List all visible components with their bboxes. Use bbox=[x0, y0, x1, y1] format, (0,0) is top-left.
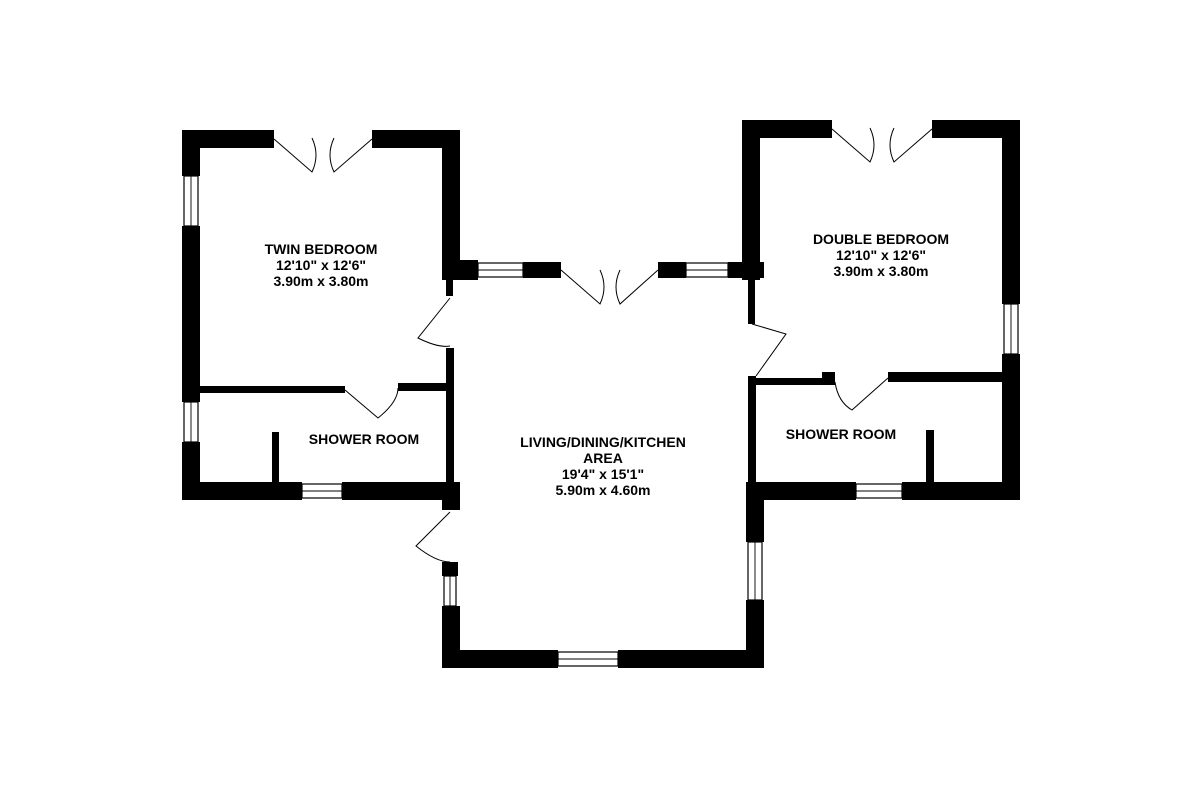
wall bbox=[902, 482, 1020, 500]
doors bbox=[273, 127, 933, 563]
twin-bedroom-metric: 3.90m x 3.80m bbox=[274, 273, 369, 289]
shower-room-right-label: SHOWER ROOM bbox=[786, 426, 896, 442]
wall bbox=[182, 394, 200, 402]
wall bbox=[742, 120, 760, 280]
door bbox=[415, 511, 451, 563]
wall bbox=[1002, 120, 1020, 304]
wall bbox=[342, 482, 460, 500]
window bbox=[183, 175, 199, 227]
double-bedroom-label: DOUBLE BEDROOM 12'10" x 12'6" 3.90m x 3.… bbox=[813, 231, 949, 279]
wall bbox=[658, 262, 686, 278]
wall bbox=[182, 226, 200, 394]
wall bbox=[1002, 354, 1020, 500]
wall bbox=[442, 562, 458, 576]
wall bbox=[182, 130, 274, 148]
wall bbox=[742, 120, 832, 138]
wall bbox=[888, 372, 1008, 382]
door bbox=[344, 387, 399, 419]
window bbox=[183, 401, 199, 443]
door bbox=[751, 323, 787, 377]
living-area-metric: 5.90m x 4.60m bbox=[556, 482, 651, 498]
window bbox=[477, 262, 524, 278]
wall bbox=[446, 280, 453, 296]
french-door bbox=[560, 269, 659, 305]
living-area-imperial: 19'4" x 15'1" bbox=[562, 466, 644, 482]
windows bbox=[183, 175, 1019, 667]
walls bbox=[182, 120, 1020, 668]
twin-bedroom-label: TWIN BEDROOM 12'10" x 12'6" 3.90m x 3.80… bbox=[265, 241, 378, 289]
wall bbox=[200, 386, 345, 393]
double-bedroom-metric: 3.90m x 3.80m bbox=[834, 263, 929, 279]
window bbox=[301, 483, 343, 499]
living-area-name: LIVING/DINING/KITCHEN bbox=[520, 434, 686, 450]
wall bbox=[746, 600, 764, 668]
wall bbox=[523, 262, 561, 278]
wall bbox=[442, 130, 460, 280]
living-area-name-line2: AREA bbox=[583, 450, 623, 466]
room-labels: TWIN BEDROOM 12'10" x 12'6" 3.90m x 3.80… bbox=[265, 231, 949, 498]
wall bbox=[756, 378, 830, 385]
double-bedroom-name: DOUBLE BEDROOM bbox=[813, 231, 949, 247]
wall bbox=[272, 432, 279, 484]
wall bbox=[442, 482, 460, 510]
wall bbox=[442, 650, 558, 668]
wall bbox=[372, 130, 460, 148]
wall bbox=[926, 430, 934, 484]
french-door bbox=[831, 127, 933, 163]
twin-bedroom-imperial: 12'10" x 12'6" bbox=[276, 257, 366, 273]
wall bbox=[442, 260, 478, 280]
wall bbox=[182, 482, 302, 500]
wall bbox=[446, 348, 454, 482]
window bbox=[1003, 303, 1019, 355]
wall bbox=[932, 120, 1020, 138]
wall bbox=[746, 482, 856, 500]
living-area-label: LIVING/DINING/KITCHEN AREA 19'4" x 15'1"… bbox=[520, 434, 686, 498]
french-door bbox=[273, 137, 373, 173]
double-bedroom-imperial: 12'10" x 12'6" bbox=[836, 247, 926, 263]
window bbox=[685, 262, 729, 278]
window bbox=[557, 651, 619, 667]
wall bbox=[748, 278, 755, 324]
wall bbox=[618, 650, 764, 668]
window bbox=[747, 541, 763, 601]
door bbox=[417, 297, 451, 347]
window bbox=[443, 575, 457, 607]
shower-room-left-label: SHOWER ROOM bbox=[309, 431, 419, 447]
wall bbox=[398, 383, 448, 391]
window bbox=[855, 483, 903, 499]
wall bbox=[182, 130, 200, 176]
twin-bedroom-name: TWIN BEDROOM bbox=[265, 241, 378, 257]
wall bbox=[748, 376, 756, 484]
wall bbox=[822, 372, 835, 385]
door bbox=[834, 377, 889, 411]
